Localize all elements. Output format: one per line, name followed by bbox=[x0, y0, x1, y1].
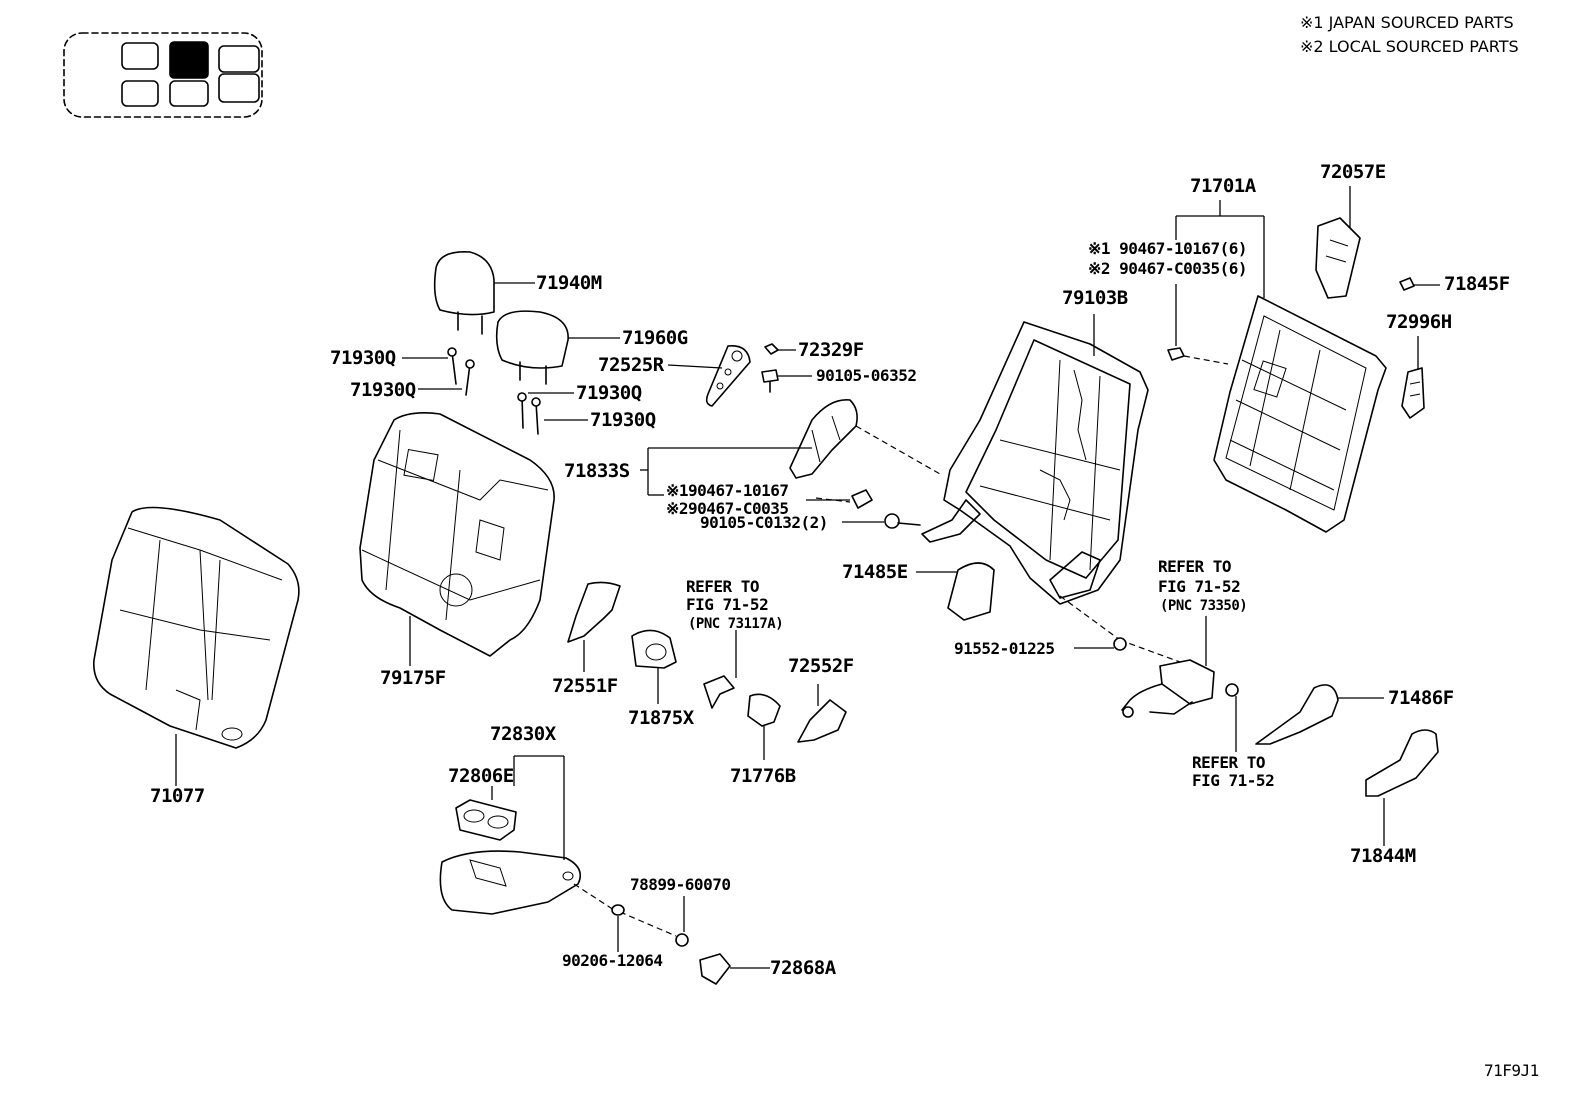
mechanism-refer-73350-shape bbox=[1121, 616, 1239, 752]
refer-to-label[interactable]: REFER TO bbox=[1192, 753, 1266, 772]
part-label-71930Q[interactable]: 71930Q bbox=[330, 347, 396, 369]
part-label-79175F[interactable]: 79175F bbox=[380, 667, 446, 689]
bracket-72525R-shape bbox=[667, 345, 751, 407]
refer-fig-label[interactable]: FIG 71-52 bbox=[686, 595, 769, 614]
part-label-72525R[interactable]: 72525R bbox=[598, 354, 664, 376]
armrest-72830X-shape bbox=[439, 755, 677, 937]
part-label-1-90467-10167[interactable]: ※1 90467-10167(6) bbox=[1088, 239, 1248, 258]
figure-code: 71F9J1 bbox=[1484, 1061, 1539, 1080]
highlighted-seat-position bbox=[169, 41, 209, 79]
part-label-72552F[interactable]: 72552F bbox=[788, 655, 854, 677]
part-label-71077[interactable]: 71077 bbox=[150, 785, 205, 807]
clip-90467-shape bbox=[806, 489, 873, 509]
local-sourced-note: ※2 LOCAL SOURCED PARTS bbox=[1300, 37, 1519, 56]
bolt-90105-C0132-shape bbox=[842, 513, 921, 529]
part-72552F-shape bbox=[797, 684, 847, 743]
part-label-91552-01225[interactable]: 91552-01225 bbox=[954, 639, 1055, 658]
cover-71485E-shape bbox=[916, 562, 995, 621]
part-label-71485E[interactable]: 71485E bbox=[842, 561, 908, 583]
part-label-71486F[interactable]: 71486F bbox=[1388, 687, 1454, 709]
cover-72057E-shape bbox=[1315, 186, 1361, 299]
fasteners-armrest-shapes bbox=[611, 896, 770, 985]
part-label-72868A[interactable]: 72868A bbox=[770, 957, 836, 979]
part-label-71930Q[interactable]: 71930Q bbox=[350, 379, 416, 401]
part-label-71960G[interactable]: 71960G bbox=[622, 327, 688, 349]
lever-refer-73117A-shape bbox=[703, 630, 737, 709]
refer-fig-label[interactable]: FIG 71-52 bbox=[1192, 771, 1275, 790]
clip-71845F-shape bbox=[1399, 277, 1440, 291]
fasteners-72329F-shapes bbox=[761, 343, 812, 393]
part-label-71930Q[interactable]: 71930Q bbox=[576, 382, 642, 404]
part-label-71875X[interactable]: 71875X bbox=[628, 707, 694, 729]
part-label-71940M[interactable]: 71940M bbox=[536, 272, 602, 294]
part-label-79103B[interactable]: 79103B bbox=[1062, 287, 1128, 309]
part-label-71845F[interactable]: 71845F bbox=[1444, 273, 1510, 295]
cover-71844M-shape bbox=[1365, 729, 1439, 846]
part-label-71701A[interactable]: 71701A bbox=[1190, 175, 1256, 197]
part-label-90105-C0132[interactable]: 90105-C0132(2) bbox=[700, 513, 828, 532]
part-label-72057E[interactable]: 72057E bbox=[1320, 161, 1386, 183]
part-label-71833S[interactable]: 71833S bbox=[564, 460, 630, 482]
headrest-71960G-shape bbox=[495, 310, 620, 385]
board-71701A-shape bbox=[1167, 200, 1387, 533]
bracket-71833S-shape bbox=[640, 399, 941, 503]
part-label-2-90467-C0035[interactable]: ※2 90467-C0035(6) bbox=[1088, 259, 1248, 278]
part-label-90206-12064[interactable]: 90206-12064 bbox=[562, 951, 663, 970]
part-label-190467-10167[interactable]: ※190467-10167 bbox=[666, 481, 789, 500]
bolt-91552-01225-shape bbox=[1074, 637, 1127, 651]
headrest-71940M-shape bbox=[433, 251, 535, 335]
cupholder-72806E-shape bbox=[455, 786, 517, 841]
part-label-72551F[interactable]: 72551F bbox=[552, 675, 618, 697]
part-72551F-shape bbox=[567, 581, 621, 672]
part-label-72996H[interactable]: 72996H bbox=[1386, 311, 1452, 333]
part-label-290467-C0035[interactable]: ※290467-C0035 bbox=[666, 499, 789, 518]
part-label-72830X[interactable]: 72830X bbox=[490, 723, 556, 745]
part-label-71930Q[interactable]: 71930Q bbox=[590, 409, 656, 431]
refer-fig-label[interactable]: FIG 71-52 bbox=[1158, 577, 1241, 596]
refer-to-label[interactable]: REFER TO bbox=[1158, 557, 1232, 576]
japan-sourced-note: ※1 JAPAN SOURCED PARTS bbox=[1300, 13, 1514, 32]
part-label-90105-06352[interactable]: 90105-06352 bbox=[816, 366, 917, 385]
guides-71930Q-shapes bbox=[402, 347, 588, 435]
part-label-71844M[interactable]: 71844M bbox=[1350, 845, 1416, 867]
frame-79103B-shape bbox=[921, 314, 1181, 663]
seatback-pad-79175F-shape bbox=[359, 412, 555, 666]
cover-71486F-shape bbox=[1255, 684, 1384, 745]
part-72996H-shape bbox=[1401, 336, 1425, 419]
part-label-71776B[interactable]: 71776B bbox=[730, 765, 796, 787]
refer-pnc-label[interactable]: (PNC 73117A) bbox=[688, 616, 784, 632]
part-label-72806E[interactable]: 72806E bbox=[448, 765, 514, 787]
part-71776B-shape bbox=[747, 693, 781, 760]
part-label-78899-60070[interactable]: 78899-60070 bbox=[630, 875, 731, 894]
refer-to-label[interactable]: REFER TO bbox=[686, 577, 760, 596]
refer-pnc-label[interactable]: (PNC 73350) bbox=[1160, 598, 1248, 614]
seatback-71077-shape bbox=[93, 506, 300, 786]
part-71875X-shape bbox=[631, 629, 677, 704]
seat-locator bbox=[63, 32, 263, 118]
part-label-72329F[interactable]: 72329F bbox=[798, 339, 864, 361]
